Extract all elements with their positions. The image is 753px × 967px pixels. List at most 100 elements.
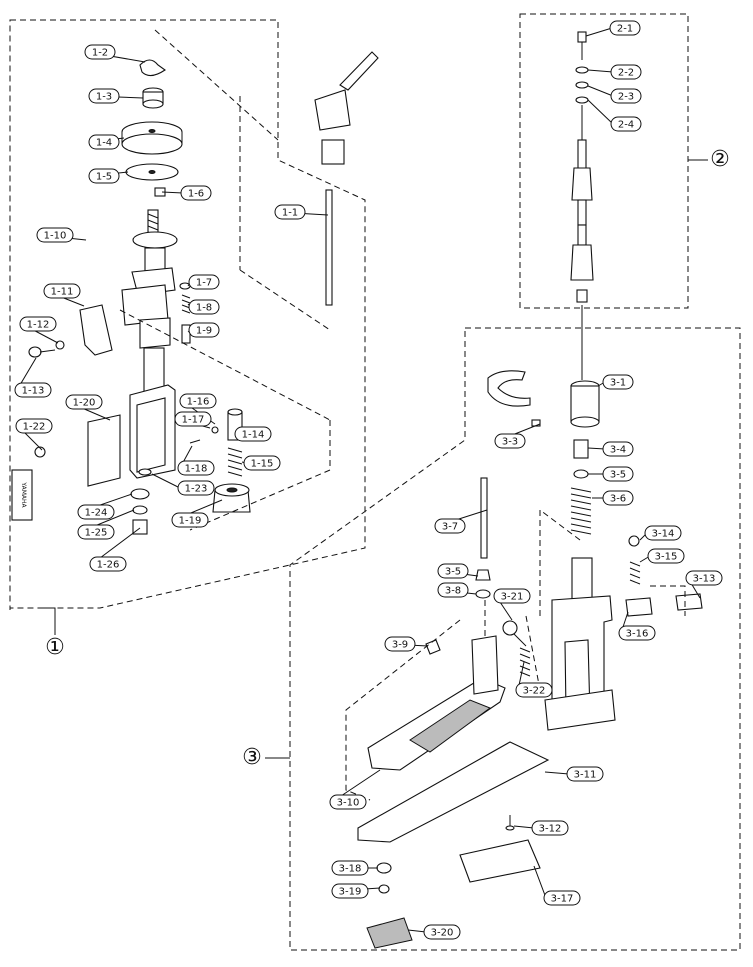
svg-text:2-2: 2-2 [618,68,634,79]
group-marker-2: ② [710,147,730,172]
svg-text:3-16: 3-16 [626,629,649,640]
group-markers: ①②③ [45,147,730,770]
svg-text:1-22: 1-22 [23,422,46,433]
svg-text:1-7: 1-7 [196,278,212,289]
part-label-a1-17: 1-18 [177,445,215,476]
part-label-a3-5: 3-7 [434,509,488,534]
part-label-a1-2: 1-3 [88,88,144,104]
assembly-1-parts: YAMAHA [11,29,379,535]
svg-text:1-23: 1-23 [185,484,208,495]
part-label-a3-1: 3-3 [494,423,541,449]
svg-text:1-14: 1-14 [242,430,265,441]
part-label-a3-9: 3-9 [384,636,429,652]
svg-text:2-1: 2-1 [617,24,633,35]
svg-text:1-9: 1-9 [196,326,212,337]
svg-text:③: ③ [242,745,262,770]
part-label-a3-6: 3-5 [437,563,479,579]
part-label-a2-2: 2-3 [587,85,642,104]
assembly-3-boundary [289,327,741,951]
part-label-a3-17: 3-12 [513,820,569,836]
assembly-2-parts [570,31,594,303]
part-label-a1-3: 1-4 [88,134,125,150]
part-label-a3-13: 3-16 [618,611,656,641]
svg-text:1-12: 1-12 [27,320,50,331]
svg-text:3-3: 3-3 [502,437,518,448]
part-label-a1-9: 1-10 [36,227,87,243]
svg-text:1-1: 1-1 [282,208,298,219]
assembly-1-boundary [9,19,366,609]
svg-text:3-18: 3-18 [339,864,362,875]
part-label-a3-0: 3-1 [597,374,634,390]
part-label-a3-14: 3-22 [515,661,553,698]
svg-text:1-8: 1-8 [196,303,212,314]
svg-text:3-1: 3-1 [610,378,626,389]
svg-text:3-4: 3-4 [610,445,626,456]
part-label-a1-22: 1-24 [77,493,133,520]
part-label-a1-8: 1-9 [187,322,220,338]
part-label-a3-10: 3-14 [639,525,682,541]
part-label-a1-1: 1-2 [84,44,146,63]
svg-text:3-10: 3-10 [337,798,360,809]
part-label-a1-21: 1-23 [151,473,215,496]
svg-text:1-3: 1-3 [96,92,112,103]
svg-text:3-14: 3-14 [652,529,675,540]
svg-text:1-15: 1-15 [251,459,274,470]
svg-text:3-20: 3-20 [431,928,454,939]
svg-text:2-4: 2-4 [618,120,634,131]
svg-text:3-8: 3-8 [445,586,461,597]
svg-text:3-9: 3-9 [392,640,408,651]
group-marker-3: ③ [242,745,262,770]
assembly-2-boundary [519,13,689,309]
part-label-a2-1: 2-2 [587,64,642,80]
svg-text:3-15: 3-15 [655,552,678,563]
svg-text:1-20: 1-20 [73,398,96,409]
part-label-a1-11: 1-12 [19,316,59,344]
part-label-a1-0: 1-1 [274,204,329,220]
part-label-a1-23: 1-25 [77,509,135,540]
part-label-a3-8: 3-21 [493,588,531,621]
svg-text:1-26: 1-26 [97,560,120,571]
part-label-a1-5: 1-6 [161,185,212,201]
assembly-3-parts [345,305,703,949]
part-label-a1-18: 1-19 [171,499,223,528]
part-label-a1-20: 1-22 [15,418,53,451]
part-label-a1-6: 1-7 [187,274,220,290]
part-label-a2-0: 2-1 [585,20,641,37]
svg-text:3-12: 3-12 [539,824,562,835]
part-label-a1-14: 1-15 [241,455,281,471]
part-label-a3-12: 3-13 [685,570,723,599]
part-label-a3-20: 3-17 [533,865,581,906]
svg-text:1-17: 1-17 [182,415,205,426]
part-label-a3-7: 3-8 [437,582,477,598]
svg-text:1-6: 1-6 [188,189,204,200]
svg-text:②: ② [710,147,730,172]
part-label-a3-4: 3-6 [592,490,634,506]
svg-text:1-5: 1-5 [96,172,112,183]
part-label-a3-19: 3-19 [331,883,381,899]
svg-text:3-13: 3-13 [693,574,716,585]
part-label-a3-18: 3-18 [331,860,378,876]
part-label-a3-2: 3-4 [587,441,634,457]
svg-text:1-13: 1-13 [22,386,45,397]
svg-text:3-5: 3-5 [445,567,461,578]
svg-text:2-3: 2-3 [618,92,634,103]
part-label-a1-13: 1-14 [234,426,272,442]
svg-text:1-11: 1-11 [51,287,74,298]
part-label-a3-21: 3-20 [407,924,461,940]
svg-text:1-2: 1-2 [92,48,108,59]
svg-text:1-18: 1-18 [185,464,208,475]
svg-text:1-4: 1-4 [96,138,112,149]
part-label-a1-7: 1-8 [187,299,220,315]
svg-text:3-7: 3-7 [442,522,458,533]
svg-text:3-19: 3-19 [339,887,362,898]
svg-text:3-17: 3-17 [551,894,574,905]
svg-text:1-16: 1-16 [187,397,210,408]
part-label-a3-11: 3-15 [639,548,685,564]
part-labels: 1-1 1-2 1-3 1-4 1-5 1-6 1-7 1-8 1-9 1-10 1-11 1-12 1… [14,20,723,940]
part-label-a1-16: 1-17 [174,411,212,429]
svg-text:1-10: 1-10 [44,231,67,242]
svg-text:3-5: 3-5 [610,470,626,481]
svg-text:1-19: 1-19 [179,516,202,527]
part-label-a1-24: 1-26 [89,527,141,572]
